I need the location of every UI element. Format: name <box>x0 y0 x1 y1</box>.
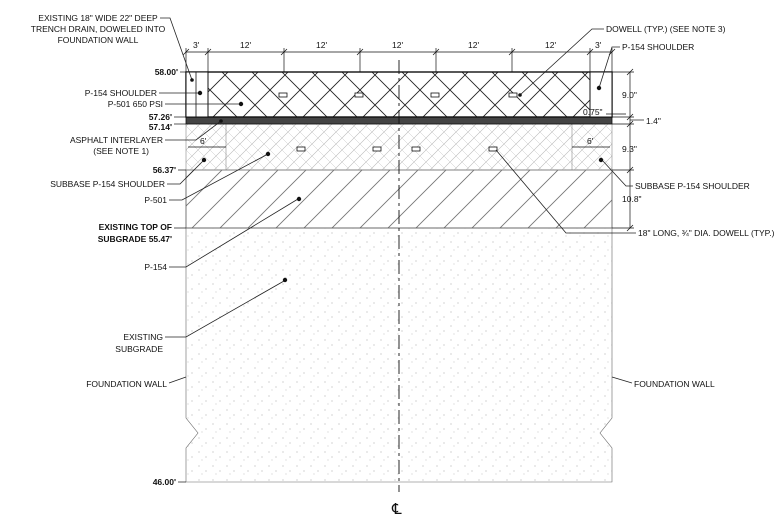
svg-text:P-154 SHOULDER: P-154 SHOULDER <box>622 42 694 52</box>
svg-text:6': 6' <box>587 136 594 146</box>
svg-text:P-501 650 PSI: P-501 650 PSI <box>108 99 163 109</box>
callout-dowel-long: 18" LONG, ¾" DIA. DOWELL (TYP.) <box>495 149 775 238</box>
svg-text:FOUNDATION WALL: FOUNDATION WALL <box>634 379 715 389</box>
svg-text:TRENCH DRAIN, DOWELED INTO: TRENCH DRAIN, DOWELED INTO <box>31 24 166 34</box>
svg-text:SUBGRADE: SUBGRADE <box>115 344 163 354</box>
svg-text:(SEE NOTE 1): (SEE NOTE 1) <box>93 146 149 156</box>
callout-asphalt-interlayer: ASPHALT INTERLAYER (SEE NOTE 1) <box>70 119 223 156</box>
svg-text:FOUNDATION WALL: FOUNDATION WALL <box>58 35 139 45</box>
dowels-pcc <box>278 92 518 98</box>
dim-top-6: 12' <box>545 40 556 50</box>
thickness-t2: 0.75" <box>583 107 603 117</box>
elev-5637: 56.37' <box>153 165 176 175</box>
elev-5714: 57.14' <box>149 122 172 132</box>
callout-p501: P-501 <box>144 151 271 205</box>
callout-p154: P-154 <box>144 196 302 272</box>
elevation-labels: 58.00' 57.26' 57.14' 56.37' EXISTING TOP… <box>98 67 186 487</box>
dim-top-2: 12' <box>240 40 251 50</box>
callout-dowell-note: DOWELL (TYP.) (SEE NOTE 3) <box>518 24 726 97</box>
callout-p154-shoulder-left: P-154 SHOULDER <box>85 88 203 98</box>
dowels-base <box>296 146 498 152</box>
dim-top-3: 12' <box>316 40 327 50</box>
svg-text:DOWELL (TYP.) (SEE NOTE 3): DOWELL (TYP.) (SEE NOTE 3) <box>606 24 726 34</box>
thickness-t4: 9.3" <box>622 144 637 154</box>
thickness-dimensions <box>606 68 644 232</box>
shoulder-dim-left: 6' <box>188 136 226 148</box>
callout-foundation-wall-right: FOUNDATION WALL <box>611 376 715 389</box>
callout-foundation-wall-left: FOUNDATION WALL <box>86 376 187 389</box>
top-dimension-string: 3' 12' 12' 12' 12' 12' 3' <box>182 40 616 72</box>
svg-text:EXISTING: EXISTING <box>123 332 163 342</box>
shoulder-dim-right: 6' <box>572 136 610 148</box>
thickness-t3: 1.4" <box>646 116 661 126</box>
callout-subbase-left: SUBBASE P-154 SHOULDER <box>50 157 207 189</box>
elev-subgrade-l2: SUBGRADE 55.47' <box>98 234 172 244</box>
trench-drain <box>185 71 197 118</box>
svg-text:P-154: P-154 <box>144 262 167 272</box>
svg-text:SUBBASE P-154 SHOULDER: SUBBASE P-154 SHOULDER <box>635 181 750 191</box>
dim-top-7: 3' <box>595 40 602 50</box>
thickness-t5: 10.8" <box>622 194 642 204</box>
svg-text:P-501: P-501 <box>144 195 167 205</box>
svg-text:P-154 SHOULDER: P-154 SHOULDER <box>85 88 157 98</box>
dim-top-1: 3' <box>193 40 200 50</box>
shoulder-left <box>185 71 209 118</box>
elev-5726: 57.26' <box>149 112 172 122</box>
elev-46: 46.00' <box>153 477 176 487</box>
svg-text:SUBBASE P-154 SHOULDER: SUBBASE P-154 SHOULDER <box>50 179 165 189</box>
callout-p154-shoulder-right: P-154 SHOULDER <box>596 42 694 91</box>
elev-58: 58.00' <box>155 67 178 77</box>
shoulder-right <box>589 71 613 118</box>
centerline-symbol: ℄ <box>391 500 402 518</box>
svg-text:18" LONG, ¾" DIA. DOWELL (TYP.: 18" LONG, ¾" DIA. DOWELL (TYP.) <box>638 228 775 238</box>
svg-text:ASPHALT INTERLAYER: ASPHALT INTERLAYER <box>70 135 163 145</box>
callout-trench-drain: EXISTING 18" WIDE 22" DEEP TRENCH DRAIN,… <box>31 13 194 82</box>
svg-text:FOUNDATION WALL: FOUNDATION WALL <box>86 379 167 389</box>
elev-subgrade-l1: EXISTING TOP OF <box>99 222 172 232</box>
svg-text:EXISTING 18" WIDE 22" DEEP: EXISTING 18" WIDE 22" DEEP <box>38 13 158 23</box>
callout-subbase-right: SUBBASE P-154 SHOULDER <box>598 157 750 191</box>
callout-p501-650: P-501 650 PSI <box>108 99 244 109</box>
dim-top-4: 12' <box>392 40 403 50</box>
callout-existing-subgrade: EXISTING SUBGRADE <box>115 277 288 354</box>
thickness-t1: 9.0" <box>622 90 637 100</box>
svg-text:6': 6' <box>200 136 207 146</box>
dim-top-5: 12' <box>468 40 479 50</box>
